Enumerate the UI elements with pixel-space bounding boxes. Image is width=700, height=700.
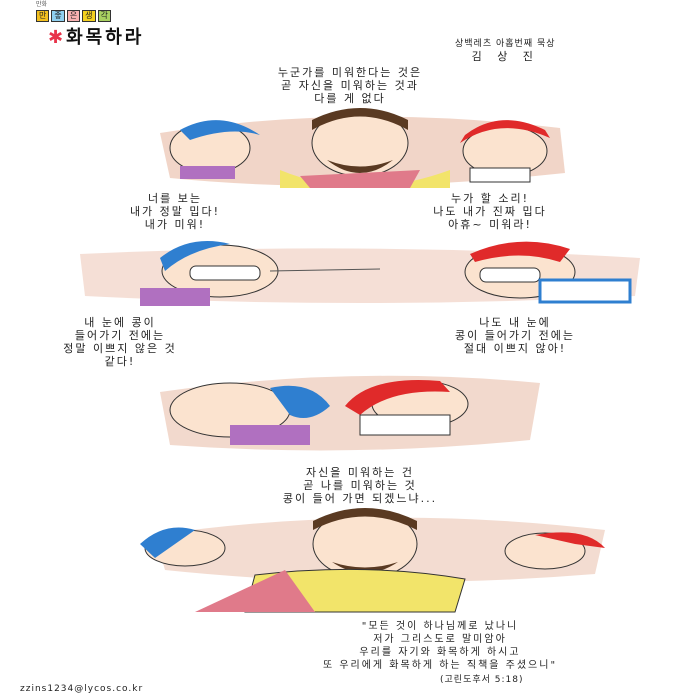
caption-panel4: 자신을 미워하는 건 곧 나를 미워하는 것 콩이 들어 가면 되겠느냐... xyxy=(282,466,438,505)
verse-reference: (고린도후서 5:18) xyxy=(440,675,524,685)
caption-panel3-left: 내 눈에 콩이 들어가기 전에는 정말 이쁘지 않은 것 같다! xyxy=(63,316,177,368)
author-block: 상백레츠 아홉번째 묵상 김 상 진 xyxy=(455,38,556,63)
panel1-illustration xyxy=(160,108,565,188)
caption-panel2-right: 누가 할 소리! 나도 내가 진짜 밉다 아휴~ 미워라! xyxy=(433,192,547,231)
flower-icon: ✱ xyxy=(48,27,67,48)
logo-box: 은 xyxy=(66,10,81,22)
caption-panel1: 누군가를 미워한다는 것은 곧 자신을 미워하는 것과 다를 게 없다 xyxy=(277,66,423,105)
logo-box: 각 xyxy=(97,10,111,22)
bible-verse: "모든 것이 하나님께로 났나니 저가 그리스도로 말미암아 우리를 자기와 화… xyxy=(322,621,558,671)
author-email: zzins1234@lycos.co.kr xyxy=(20,684,144,694)
logo-small-text: 만화 xyxy=(36,1,48,8)
panel4-illustration xyxy=(140,508,605,613)
caption-panel2-left: 너를 보는 내가 정말 밉다! 내가 미워! xyxy=(129,192,221,231)
author-name: 김 상 진 xyxy=(471,50,539,63)
caption-panel3-right: 나도 내 눈에 콩이 들어가기 전에는 절대 이쁘지 않아! xyxy=(454,316,576,355)
logo-box: 생 xyxy=(82,10,96,22)
panel2-illustration xyxy=(80,241,640,306)
logo-box: 좋 xyxy=(51,10,65,22)
title-text: 화목하라 xyxy=(66,27,145,48)
series-label: 상백레츠 아홉번째 묵상 xyxy=(455,39,556,49)
comic-title: ✱화목하라 xyxy=(48,27,144,48)
logo-box: 만 xyxy=(36,10,50,22)
panel3-illustration xyxy=(160,375,540,451)
